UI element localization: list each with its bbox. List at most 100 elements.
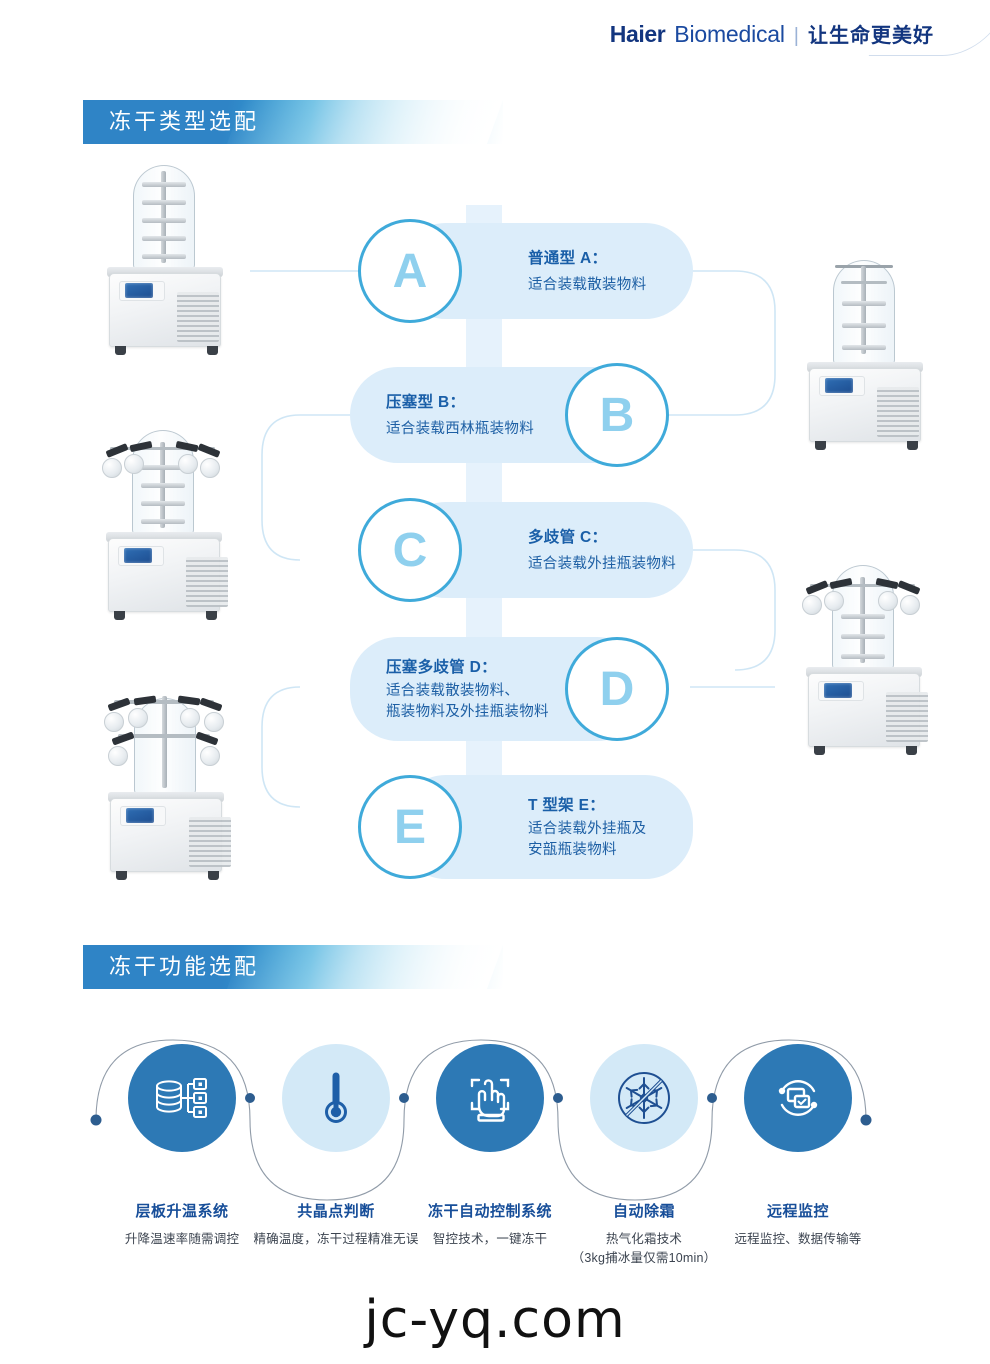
type-card-d-desc-line1: 适合装载散装物料、 xyxy=(386,682,520,699)
tray-shelf xyxy=(841,634,885,639)
feature-icon-circle-2[interactable] xyxy=(282,1044,390,1152)
type-bubble-e[interactable]: E xyxy=(358,775,462,879)
type-card-a-desc: 适合装载散装物料 xyxy=(528,276,647,293)
type-card-a-title: 普通型 A： xyxy=(528,249,608,267)
tray-shelf xyxy=(142,254,186,259)
touch-hand-icon xyxy=(470,1078,510,1122)
brand-lockup: Haier Biomedical | 让生命更美好 xyxy=(610,19,934,48)
feature-icon-circle-1[interactable] xyxy=(128,1044,236,1152)
type-bubble-e-letter: E xyxy=(393,800,426,854)
type-card-d-title: 压塞多歧管 D： xyxy=(386,658,497,676)
condenser-vent xyxy=(877,387,919,437)
type-card-b-title: 压塞型 B： xyxy=(386,393,466,411)
brand-slogan: 让生命更美好 xyxy=(808,25,934,47)
external-flask xyxy=(128,708,148,728)
control-screen xyxy=(125,283,153,298)
feature-desc-1: 升降温速率随需调控 xyxy=(124,1232,240,1246)
type-bubble-d[interactable]: D xyxy=(565,637,669,741)
external-flask xyxy=(124,454,144,474)
type-bubble-c[interactable]: C xyxy=(358,498,462,602)
t-rack-arm-upper xyxy=(114,700,214,704)
product-image-t-rack-freeze-dryer xyxy=(90,685,245,880)
type-card-e-desc-line1: 适合装载外挂瓶及 xyxy=(528,820,647,837)
chamber-top-plate xyxy=(807,362,923,372)
product-image-bulk-tray-freeze-dryer xyxy=(95,165,235,355)
stopper-plate xyxy=(842,345,886,350)
external-flask xyxy=(200,746,220,766)
control-screen xyxy=(824,683,852,698)
dryer-foot xyxy=(114,611,125,620)
dryer-foot xyxy=(115,346,126,355)
condenser-vent xyxy=(189,817,231,867)
feature-connector-arcs xyxy=(90,1039,872,1201)
site-watermark: jc-yq.com xyxy=(364,1290,626,1350)
product-image-manifold-freeze-dryer xyxy=(90,430,240,620)
external-flask xyxy=(878,591,898,611)
dryer-foot xyxy=(906,746,917,755)
section-heading-functions-label: 冻干功能选配 xyxy=(109,954,260,979)
type-card-c-title: 多歧管 C： xyxy=(528,528,608,546)
tray-shelf xyxy=(141,519,185,524)
type-card-e-desc-line2: 安瓿瓶装物料 xyxy=(528,842,617,858)
brand-header: Haier Biomedical | 让生命更美好 xyxy=(0,0,990,62)
tray-shelf xyxy=(141,465,185,470)
control-screen xyxy=(126,808,154,823)
condenser-vent xyxy=(886,692,928,742)
section-heading-types: 冻干类型选配 xyxy=(83,100,503,144)
control-screen xyxy=(124,548,152,563)
brand-divider: | xyxy=(793,25,799,47)
external-flask xyxy=(204,712,224,732)
external-flask xyxy=(102,458,122,478)
no-frost-snowflake-icon xyxy=(618,1072,670,1124)
feature-icon-circle-4[interactable] xyxy=(590,1044,698,1152)
remote-monitor-icon xyxy=(778,1080,818,1116)
center-column xyxy=(860,577,865,663)
type-bubble-d-letter: D xyxy=(599,662,635,716)
dryer-foot xyxy=(907,441,918,450)
external-flask xyxy=(180,708,200,728)
external-flask xyxy=(200,458,220,478)
database-shelf-icon xyxy=(156,1078,207,1118)
feature-icon-circle-3[interactable] xyxy=(436,1044,544,1152)
type-bubble-a[interactable]: A xyxy=(358,219,462,323)
type-selection-flow: 普通型 A： 适合装载散装物料 A 压塞型 B： 适合装载西林瓶装物料 xyxy=(0,165,990,915)
feature-icon-circle-5[interactable] xyxy=(744,1044,852,1152)
feature-title-1: 层板升温系统 xyxy=(135,1203,229,1220)
condenser-vent xyxy=(177,292,219,342)
section-heading-background xyxy=(83,100,503,144)
stopper-plate xyxy=(842,323,886,328)
t-rack-arm-lower xyxy=(118,734,210,738)
type-bubble-a-letter: A xyxy=(392,244,428,298)
type-card-e-title: T 型架 E： xyxy=(528,796,606,814)
manifold-arm xyxy=(110,447,215,450)
type-bubble-b[interactable]: B xyxy=(565,363,669,467)
product-image-stoppering-freeze-dryer xyxy=(795,260,935,450)
flow-connector-lines xyxy=(250,270,776,808)
stoppering-rod xyxy=(861,266,866,354)
feature-caption-1: 层板升温系统 升降温速率随需调控 xyxy=(77,1200,287,1249)
tray-shelf xyxy=(142,200,186,205)
manifold-valve xyxy=(805,580,829,595)
dryer-foot xyxy=(815,441,826,450)
t-rack-post xyxy=(162,696,167,788)
external-flask xyxy=(104,712,124,732)
dryer-foot xyxy=(208,871,219,880)
chamber-top-plate xyxy=(106,532,222,542)
feature-desc-2: 精确温度，冻干过程精准无误 xyxy=(253,1232,419,1246)
manifold-valve xyxy=(105,443,129,458)
feature-desc-4-line1: 热气化霜技术 xyxy=(605,1232,683,1246)
manifold-valve xyxy=(197,443,221,458)
dryer-foot xyxy=(814,746,825,755)
type-card-d-desc-line2: 瓶装物料及外挂瓶装物料 xyxy=(386,704,549,720)
feature-title-3: 冻干自动控制系统 xyxy=(427,1203,552,1220)
condenser-vent xyxy=(186,557,228,607)
tray-shelf xyxy=(142,236,186,241)
external-flask xyxy=(802,595,822,615)
tray-shelf xyxy=(141,501,185,506)
section-heading-background xyxy=(83,945,503,989)
tray-shelf xyxy=(841,614,885,619)
manifold-arm xyxy=(810,584,915,587)
feature-caption-4: 自动除霜 热气化霜技术 （3kg捕冰量仅需10min） xyxy=(539,1200,749,1269)
feature-caption-2: 共晶点判断 精确温度，冻干过程精准无误 xyxy=(231,1200,441,1249)
